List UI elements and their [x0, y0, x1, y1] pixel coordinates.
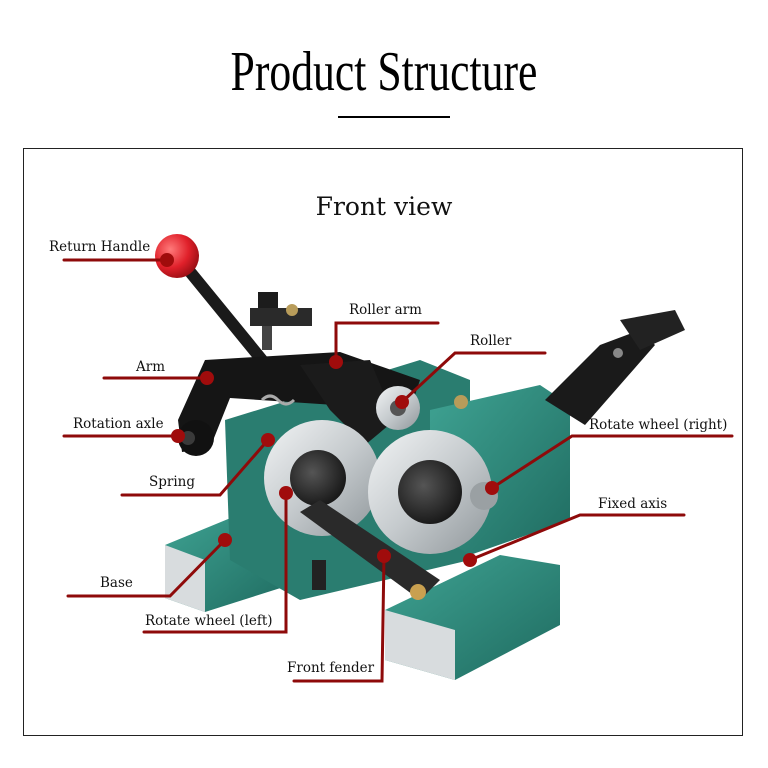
- label-rotation-axle: Rotation axle: [73, 416, 164, 432]
- leader-front-fender: [292, 554, 386, 683]
- label-base: Base: [100, 575, 133, 591]
- marker-spring: [261, 433, 275, 447]
- label-roller: Roller: [470, 333, 512, 349]
- base-right-foot: [385, 555, 560, 680]
- marker-roller-arm: [329, 355, 343, 369]
- label-rotate-wheel-right: Rotate wheel (right): [589, 417, 728, 433]
- page-title: Product Structure: [230, 41, 538, 103]
- marker-roller: [395, 395, 409, 409]
- marker-rotate-wheel-right: [485, 481, 499, 495]
- diagram-frame: [23, 148, 743, 736]
- leader-roller-arm: [334, 321, 440, 364]
- leader-fixed-axis: [468, 513, 686, 562]
- label-arm: Arm: [136, 359, 166, 375]
- marker-rotation-axle: [171, 429, 185, 443]
- title-underline: [338, 116, 450, 118]
- marker-arm: [200, 371, 214, 385]
- leader-rotate-wheel-left: [142, 491, 288, 634]
- label-roller-arm: Roller arm: [349, 302, 422, 318]
- label-front-fender: Front fender: [287, 660, 375, 676]
- marker-rotate-wheel-left: [279, 486, 293, 500]
- marker-return-handle: [160, 253, 174, 267]
- marker-base: [218, 533, 232, 547]
- leader-spring: [120, 438, 270, 497]
- marker-fixed-axis: [463, 553, 477, 567]
- leader-rotate-wheel-right: [490, 434, 734, 490]
- leader-base: [66, 538, 227, 598]
- view-subtitle: Front view: [315, 192, 453, 221]
- label-return-handle: Return Handle: [49, 239, 151, 255]
- marker-front-fender: [377, 549, 391, 563]
- leader-roller: [400, 351, 547, 404]
- label-spring: Spring: [149, 474, 195, 490]
- label-rotate-wheel-left: Rotate wheel (left): [145, 613, 273, 629]
- label-fixed-axis: Fixed axis: [598, 496, 668, 512]
